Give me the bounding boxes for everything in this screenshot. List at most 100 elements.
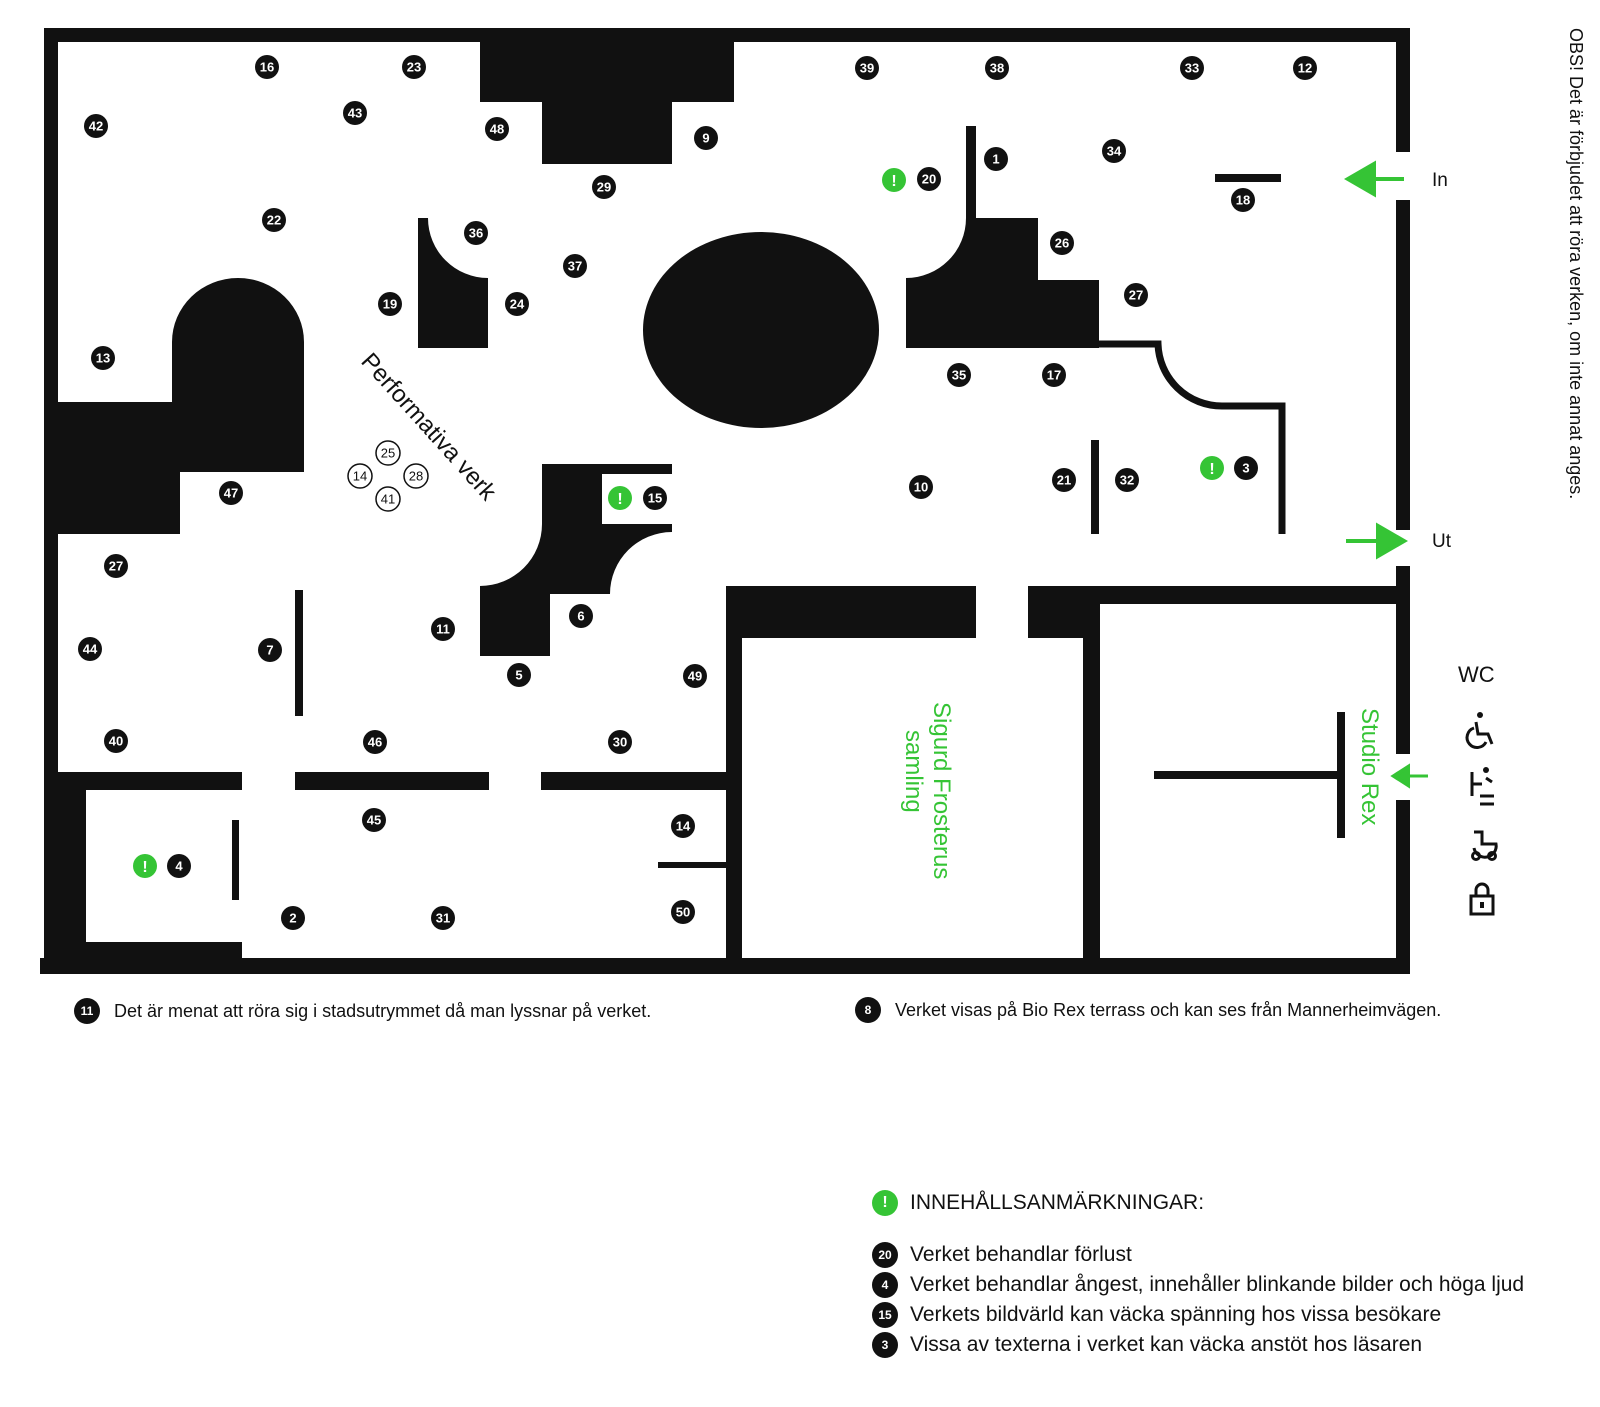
artwork-marker-7: 7: [258, 638, 282, 662]
content-note-20: 20 Verket behandlar förlust: [872, 1240, 1524, 1270]
artwork-marker-number: 40: [109, 734, 123, 749]
artwork-marker-19: 19: [378, 292, 402, 316]
content-note-text: Vissa av texterna i verket kan väcka ans…: [910, 1333, 1423, 1356]
artwork-marker-number: 30: [613, 735, 627, 750]
entrance-in-label: In: [1432, 170, 1448, 191]
artwork-marker-number: 11: [436, 622, 450, 637]
artwork-markers: 1234567910111213141516171819202122232426…: [78, 55, 1317, 930]
content-note-marker: 4: [872, 1272, 898, 1298]
artwork-marker-13: 13: [91, 346, 115, 370]
artwork-marker-17: 17: [1042, 363, 1066, 387]
artwork-marker-number: 31: [436, 911, 450, 926]
artwork-marker-number: 41: [381, 492, 395, 507]
warning-icon: !: [608, 486, 632, 510]
artwork-marker-29: 29: [592, 175, 616, 199]
artwork-marker-number: 44: [83, 642, 98, 657]
content-note-marker: 15: [872, 1302, 898, 1328]
content-notes: ! INNEHÅLLSANMÄRKNINGAR: 20 Verket behan…: [872, 1190, 1524, 1360]
artwork-marker-number: 25: [381, 446, 395, 461]
artwork-marker-18: 18: [1231, 188, 1255, 212]
artwork-marker-21: 21: [1052, 468, 1076, 492]
artwork-marker-34: 34: [1102, 139, 1126, 163]
artwork-marker-number: 1: [992, 152, 999, 167]
artwork-marker-number: 42: [89, 119, 103, 134]
artwork-marker-35: 35: [947, 363, 971, 387]
artwork-marker-36: 36: [464, 221, 488, 245]
artwork-marker-number: 27: [109, 559, 123, 574]
warning-icon: !: [133, 854, 157, 878]
artwork-marker-46: 46: [363, 730, 387, 754]
note-8: 8 Verket visas på Bio Rex terrass och ka…: [855, 997, 1441, 1023]
artwork-marker-number: 12: [1298, 61, 1312, 76]
floor-plan: In Ut Performativa verk Sigurd Frosterus…: [40, 28, 1498, 974]
baby-changing-icon: [1470, 767, 1494, 806]
room-label-sigurd-line2: samling: [900, 730, 927, 813]
artwork-marker-27: 27: [104, 554, 128, 578]
artwork-marker-number: 27: [1129, 288, 1143, 303]
artwork-marker-47: 47: [219, 481, 243, 505]
note-11-marker: 11: [74, 998, 100, 1024]
artwork-marker-50: 50: [671, 900, 695, 924]
content-note-15: 15 Verkets bildvärld kan väcka spänning …: [872, 1300, 1524, 1330]
artwork-marker-45: 45: [362, 808, 386, 832]
artwork-marker-49: 49: [683, 664, 707, 688]
warning-glyph: !: [1209, 461, 1214, 478]
artwork-marker-number: 2: [289, 911, 296, 926]
warning-icon: !: [872, 1190, 898, 1216]
warning-glyph: !: [891, 173, 896, 190]
artwork-marker-number: 49: [688, 669, 702, 684]
content-note-text: Verket behandlar förlust: [910, 1243, 1132, 1266]
stroller-icon: [1471, 830, 1498, 861]
artwork-marker-38: 38: [985, 56, 1009, 80]
artwork-marker-28: 28: [403, 463, 429, 489]
content-note-text: Verkets bildvärld kan väcka spänning hos…: [910, 1303, 1442, 1326]
artwork-marker-6: 6: [569, 604, 593, 628]
artwork-marker-number: 32: [1120, 473, 1134, 488]
artwork-marker-number: 50: [676, 905, 690, 920]
artwork-marker-number: 26: [1055, 236, 1069, 251]
room-label-sigurd: Sigurd Frosterus samling: [900, 702, 955, 886]
artwork-marker-15: 15: [643, 486, 667, 510]
content-notes-heading: ! INNEHÅLLSANMÄRKNINGAR:: [872, 1190, 1524, 1216]
artwork-marker-11: 11: [431, 617, 455, 641]
artwork-marker-number: 9: [702, 131, 709, 146]
locker-icon: [1469, 882, 1495, 916]
artwork-marker-41: 41: [375, 486, 401, 512]
artwork-marker-number: 4: [175, 859, 183, 874]
artwork-marker-number: 17: [1047, 368, 1061, 383]
artwork-marker-number: 7: [266, 643, 273, 658]
artwork-marker-number: 39: [860, 61, 874, 76]
artwork-marker-16: 16: [255, 55, 279, 79]
artwork-marker-39: 39: [855, 56, 879, 80]
content-note-3: 3 Vissa av texterna i verket kan väcka a…: [872, 1330, 1524, 1360]
content-note-marker: 20: [872, 1242, 898, 1268]
artwork-marker-number: 10: [914, 480, 928, 495]
artwork-marker-number: 46: [368, 735, 382, 750]
artwork-marker-number: 45: [367, 813, 381, 828]
room-label-studio: Studio Rex: [1356, 708, 1383, 825]
artwork-marker-44: 44: [78, 637, 102, 661]
artwork-marker-number: 5: [515, 668, 522, 683]
warning-icon: !: [1200, 456, 1224, 480]
artwork-marker-number: 38: [990, 61, 1004, 76]
artwork-marker-32: 32: [1115, 468, 1139, 492]
outer-walls: [40, 28, 1410, 974]
artwork-marker-number: 14: [676, 819, 691, 834]
artwork-marker-25: 25: [375, 440, 401, 466]
wheelchair-icon: [1465, 712, 1494, 750]
artwork-marker-24: 24: [505, 292, 529, 316]
artwork-marker-33: 33: [1180, 56, 1204, 80]
note-11: 11 Det är menat att röra sig i stadsutry…: [74, 998, 651, 1024]
artwork-marker-number: 18: [1236, 193, 1250, 208]
artwork-marker-number: 47: [224, 486, 238, 501]
artwork-marker-number: 33: [1185, 61, 1199, 76]
artwork-marker-40: 40: [104, 729, 128, 753]
artwork-marker-number: 23: [407, 60, 421, 75]
artwork-marker-14: 14: [347, 463, 373, 489]
note-8-text: Verket visas på Bio Rex terrass och kan …: [895, 999, 1442, 1020]
artwork-marker-4: 4: [167, 854, 191, 878]
artwork-marker-42: 42: [84, 114, 108, 138]
artwork-marker-22: 22: [262, 208, 286, 232]
entrance-out-label: Ut: [1432, 531, 1452, 552]
content-note-4: 4 Verket behandlar ångest, innehåller bl…: [872, 1270, 1524, 1300]
